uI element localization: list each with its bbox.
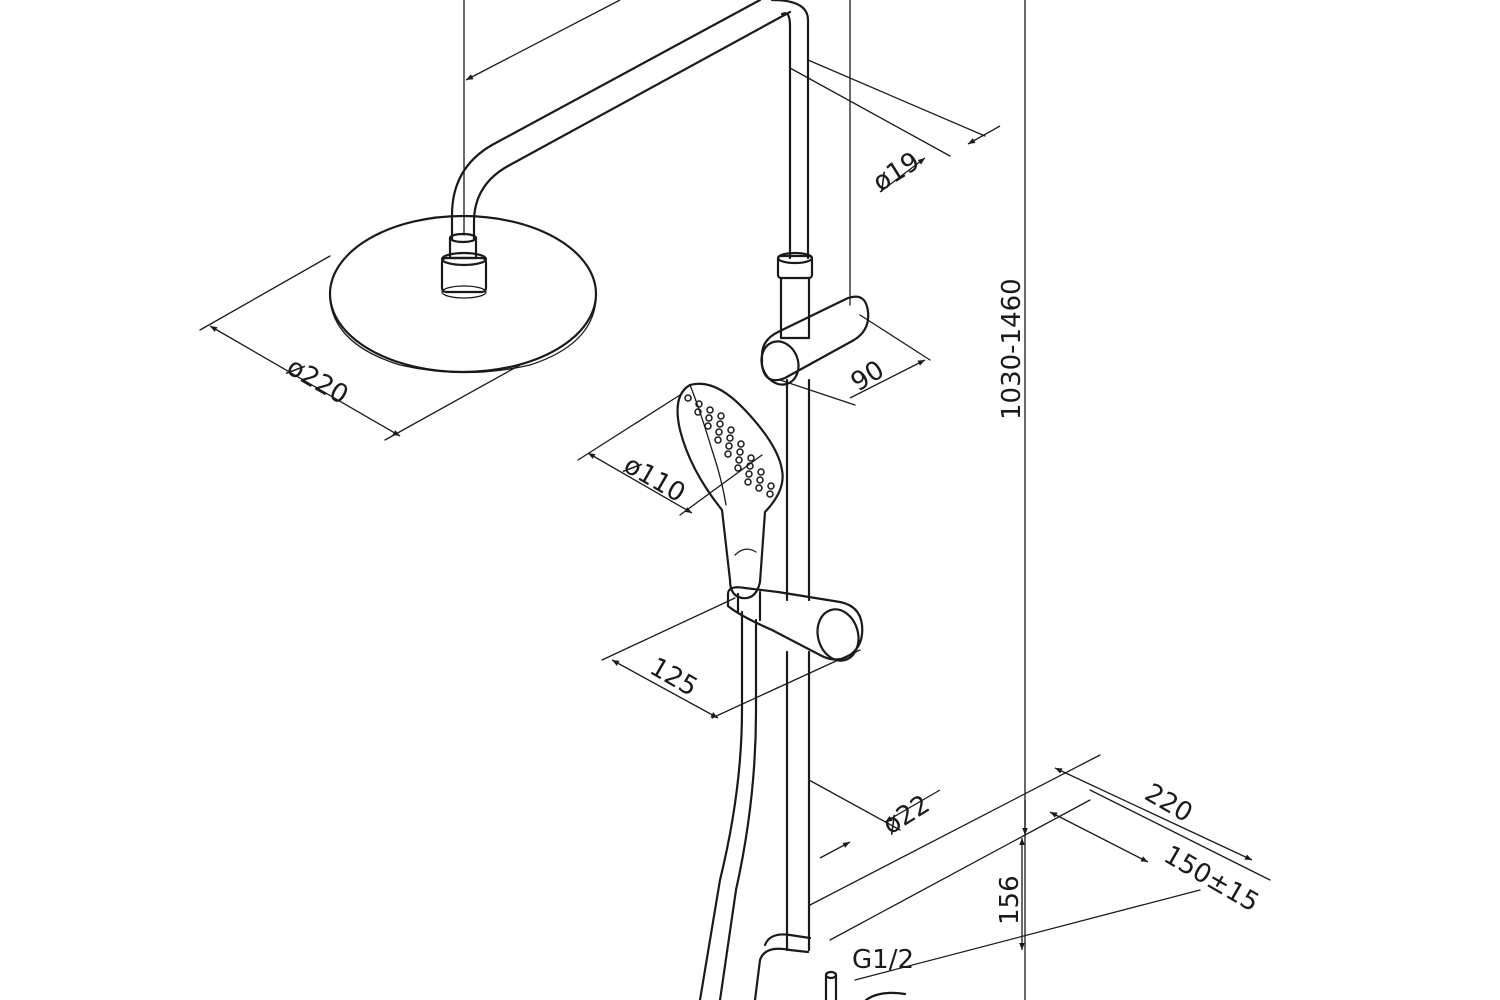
thermostatic-mixer: [753, 933, 907, 1000]
dim-hand-head-diameter: ø110: [619, 450, 691, 509]
rain-shower-head: [328, 214, 598, 374]
dim-inlet-spacing: 150±15: [1159, 840, 1264, 918]
hand-shower: [676, 382, 784, 600]
hand-shower-spray-nozzles: [684, 394, 775, 498]
dim-riser-diameter: ø19: [868, 147, 925, 198]
riser-pipe: [776, 251, 814, 952]
shower-hose: [698, 610, 758, 1000]
dim-rain-head-diameter: ø220: [282, 352, 354, 411]
lower-slider-holder: [726, 586, 864, 662]
dim-mixer-height: 156: [995, 875, 1025, 925]
dim-hand-holder-offset: 125: [645, 652, 703, 703]
shower-arm: [450, 0, 810, 260]
upper-slider-bracket: [760, 295, 870, 386]
dim-slider-offset: 90: [846, 355, 890, 398]
dim-thread: G1/2: [852, 945, 914, 975]
dim-total-height: 1030-1460: [997, 278, 1027, 420]
